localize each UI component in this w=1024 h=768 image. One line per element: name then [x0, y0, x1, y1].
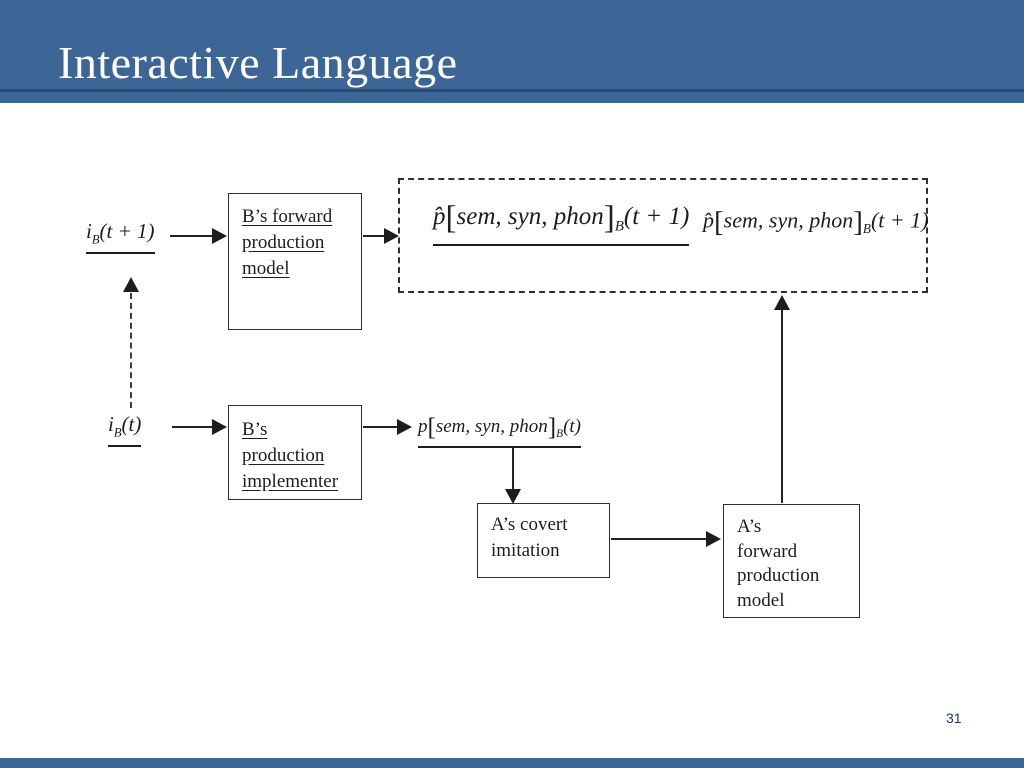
open-bracket: [ [445, 200, 457, 236]
var-base: i [108, 412, 114, 436]
arrow-shaft [130, 293, 132, 408]
box-line: model [242, 258, 290, 280]
page-number: 31 [946, 710, 962, 726]
box-line: production [242, 445, 325, 467]
arrow-shaft [611, 538, 708, 540]
label-ib-t: iB(t) [108, 412, 142, 448]
formula-p-sem-syn-phon-t: p[sem, syn, phon]B(t) [418, 414, 582, 448]
footer-bar [0, 758, 1024, 768]
box-line: forward [737, 540, 798, 562]
arrow-shaft [172, 426, 214, 428]
box-line: production [242, 232, 325, 254]
var-subscript: B [113, 425, 122, 440]
close-bracket: ] [853, 206, 863, 238]
arrow-head [774, 295, 790, 310]
box-line: B’s forward [242, 206, 333, 227]
arrow-head [123, 277, 139, 292]
arrow-head [706, 531, 721, 547]
var-args: (t) [121, 412, 142, 436]
var-subscript: B [91, 232, 100, 247]
args: (t + 1) [870, 207, 929, 233]
arrow-shaft [363, 235, 386, 237]
p: p [418, 416, 428, 437]
arrow-head [505, 489, 521, 504]
open-bracket: [ [714, 206, 724, 238]
arrow-shaft [170, 235, 214, 237]
subscript: B [556, 427, 564, 440]
close-bracket: ] [603, 200, 615, 236]
var-args: (t + 1) [99, 219, 155, 243]
box-line: model [737, 590, 785, 612]
subscript: B [614, 218, 624, 235]
box-b-production-implementer: B’s production implementer [228, 405, 362, 500]
close-bracket: ] [547, 414, 557, 441]
subscript: B [862, 221, 871, 237]
arrow-shaft [781, 310, 783, 503]
formula-phat-sem-syn-phon-t1-underlined: p̂[sem, syn, phon]B(t + 1) [433, 200, 690, 246]
box-a-forward-production-model: A’s forward production model [723, 504, 860, 618]
box-line: production [737, 565, 820, 587]
var-base: i [86, 219, 92, 243]
open-bracket: [ [427, 414, 436, 441]
box-line: imitation [491, 540, 560, 562]
formula-body: sem, syn, phon [456, 203, 604, 231]
box-line: A’s covert [491, 514, 568, 535]
formula-body: sem, syn, phon [435, 416, 548, 437]
p-hat: p̂ [703, 207, 714, 233]
arrow-head [384, 228, 399, 244]
arrow-shaft [363, 426, 399, 428]
arrow-head [397, 419, 412, 435]
formula-body: sem, syn, phon [723, 207, 854, 233]
args: (t + 1) [623, 203, 690, 231]
header-bar: Interactive Language [0, 0, 1024, 103]
arrow-shaft [512, 448, 514, 490]
label-ib-t-plus-1: iB(t + 1) [86, 219, 155, 255]
arrow-head [212, 419, 227, 435]
p-hat: p̂ [433, 203, 446, 231]
box-a-covert-imitation: A’s covert imitation [477, 503, 610, 578]
args: (t) [563, 416, 582, 437]
slide-title: Interactive Language [58, 37, 458, 88]
header-accent-line [0, 89, 1024, 92]
formula-phat-sem-syn-phon-t1: p̂[sem, syn, phon]B(t + 1) [703, 206, 929, 239]
arrow-head [212, 228, 227, 244]
box-line: A’s [737, 516, 762, 537]
dashed-output-box [398, 178, 928, 293]
box-line: implementer [242, 471, 339, 493]
box-line: B’s [242, 419, 268, 440]
box-b-forward-production-model: B’s forward production model [228, 193, 362, 330]
